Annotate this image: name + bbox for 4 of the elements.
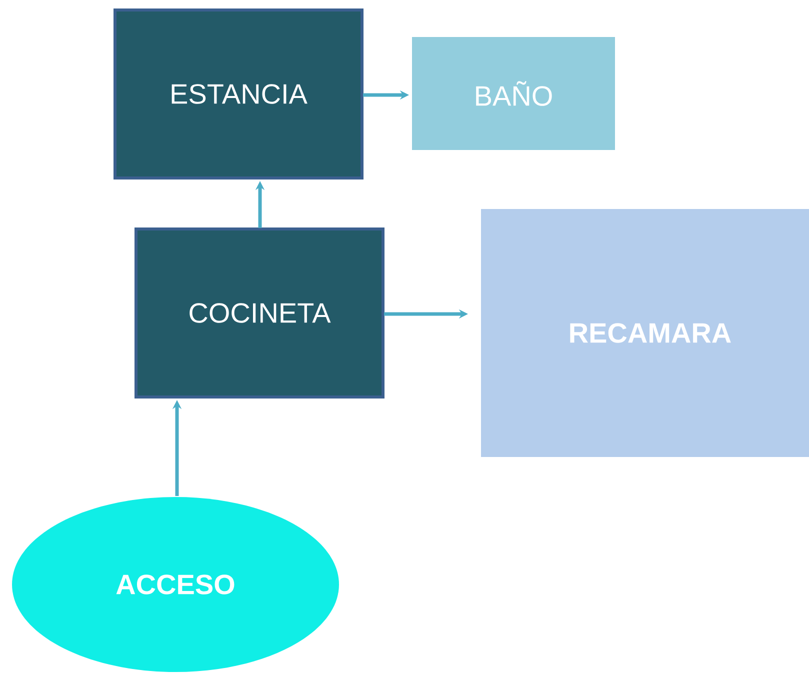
room-box: BAÑO bbox=[412, 37, 615, 150]
room-box: RECAMARA bbox=[481, 208, 809, 457]
room-box: ESTANCIA bbox=[114, 8, 364, 180]
room-box: COCINETA bbox=[134, 228, 384, 398]
